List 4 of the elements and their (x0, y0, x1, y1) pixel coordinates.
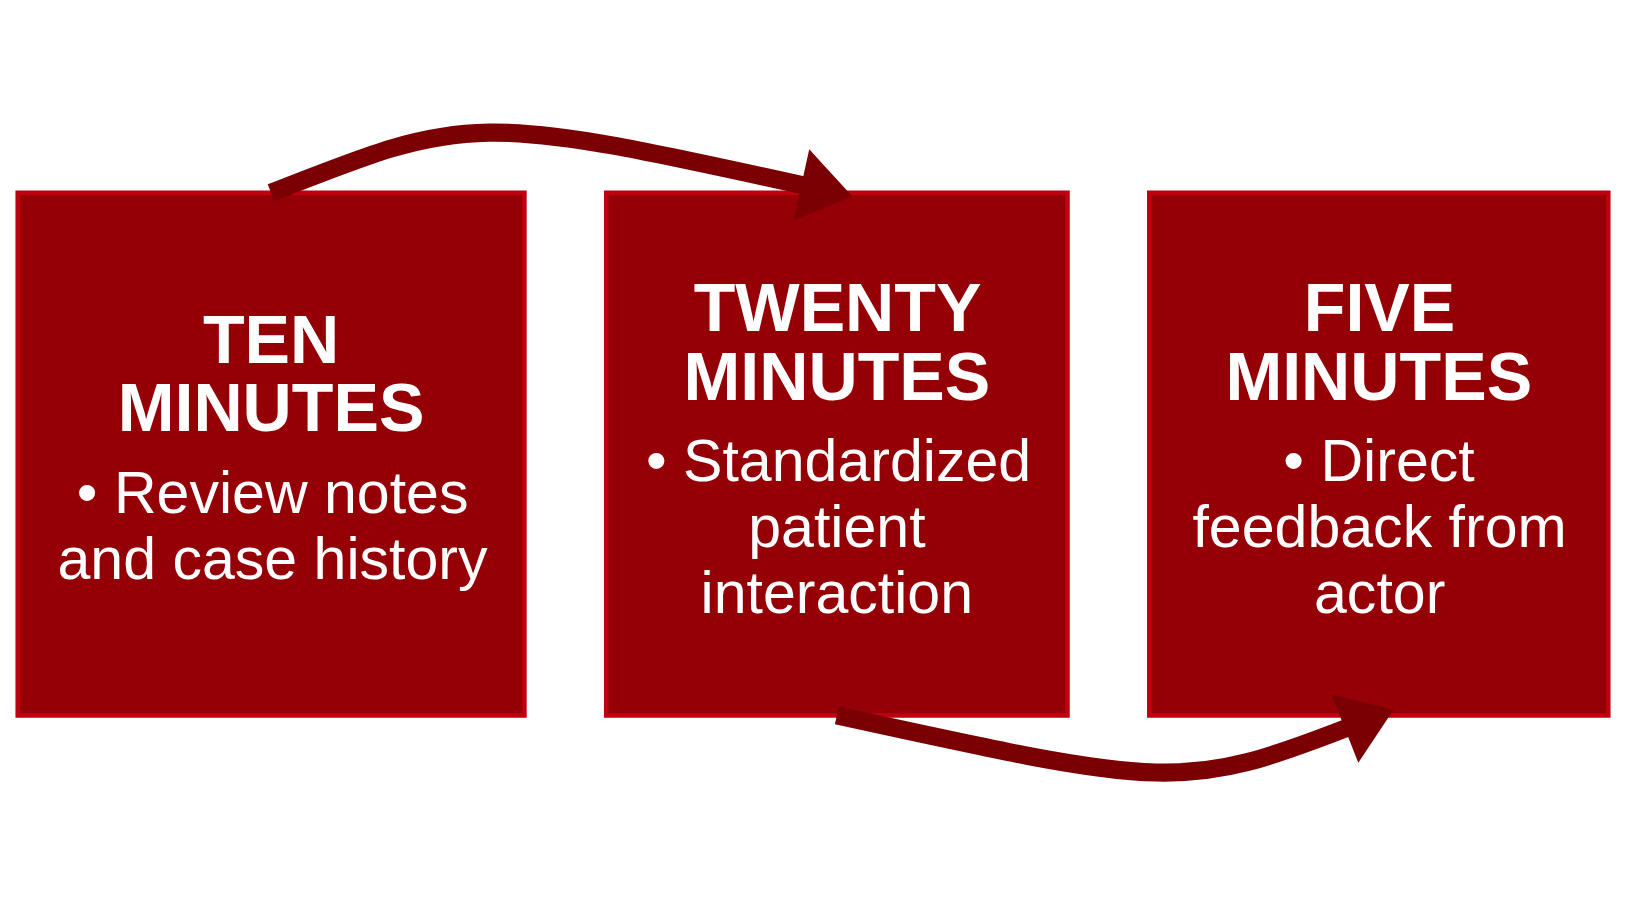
node-box: FIVE MINUTES • Direct feedback from actor (1147, 190, 1611, 718)
node-box: TWENTY MINUTES • Standardized patient interaction (603, 190, 1070, 718)
arrow (267, 123, 853, 221)
node-box: TEN MINUTES • Review notes and case history (15, 190, 527, 718)
